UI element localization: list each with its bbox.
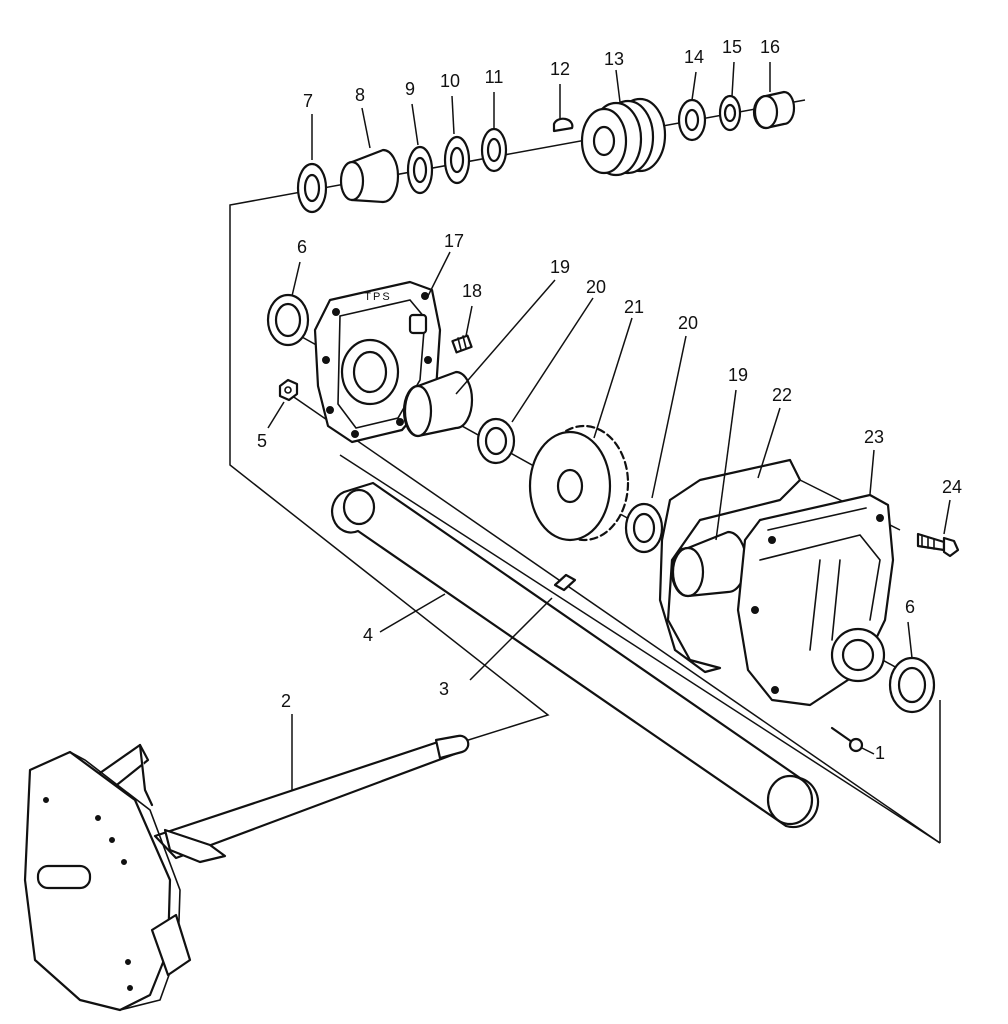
callout-10: 10	[440, 71, 460, 91]
part-10-washer	[443, 135, 471, 185]
callout-18: 18	[462, 281, 482, 301]
callout-leaders	[267, 61, 951, 790]
callout-15: 15	[722, 37, 742, 57]
callout-16: 16	[760, 37, 780, 57]
part-5-nut	[278, 378, 299, 402]
part-6-seal-left	[266, 293, 310, 347]
callout-6-right: 6	[905, 597, 915, 617]
callout-8: 8	[355, 85, 365, 105]
part-14-washer	[677, 98, 707, 142]
callout-13: 13	[604, 49, 624, 69]
part-20-washer-left	[476, 417, 516, 465]
part-9-washer	[406, 145, 434, 195]
part-16-bearing	[752, 90, 796, 130]
part-15-washer	[718, 94, 742, 132]
callout-12: 12	[550, 59, 570, 79]
callout-22: 22	[772, 385, 792, 405]
callout-2: 2	[281, 691, 291, 711]
part-21-gear	[528, 424, 630, 542]
callout-4: 4	[363, 625, 373, 645]
callout-7: 7	[303, 91, 313, 111]
part-20-washer-right	[624, 502, 664, 554]
part-11-washer	[480, 127, 508, 173]
part-1-screw	[830, 726, 864, 753]
part-19-bushing-right	[670, 530, 748, 598]
part-22-gasket	[658, 458, 802, 674]
callout-3: 3	[439, 679, 449, 699]
part-19-bushing-left	[402, 370, 474, 438]
part-2-impeller-assembly	[23, 734, 470, 1012]
callout-17: 17	[444, 231, 464, 251]
part-6-seal-right	[888, 656, 936, 714]
part-18-setscrew	[451, 334, 473, 354]
callout-6-left: 6	[297, 237, 307, 257]
callout-5: 5	[257, 431, 267, 451]
callout-19-right: 19	[728, 365, 748, 385]
callout-9: 9	[405, 79, 415, 99]
callout-labels: 1 2 3 4 5 6 6 7 8 9 10 11 12 13 14 15 16…	[257, 37, 962, 763]
housing-stamp: TPS	[364, 291, 391, 303]
part-12-key	[552, 117, 574, 133]
callout-1: 1	[875, 743, 885, 763]
callout-11: 11	[485, 67, 504, 87]
part-13-worm-gear	[580, 97, 667, 177]
callout-23: 23	[864, 427, 884, 447]
callout-14: 14	[684, 47, 704, 67]
callout-24: 24	[942, 477, 962, 497]
part-24-bolt	[916, 532, 960, 558]
callout-20-right: 20	[678, 313, 698, 333]
callout-19-left: 19	[550, 257, 570, 277]
part-23-housing-right	[736, 493, 895, 707]
part-7-washer	[296, 162, 328, 214]
part-4-shaft	[331, 481, 820, 829]
callout-21: 21	[624, 297, 644, 317]
part-8-bushing	[339, 148, 400, 204]
callout-20-left: 20	[586, 277, 606, 297]
